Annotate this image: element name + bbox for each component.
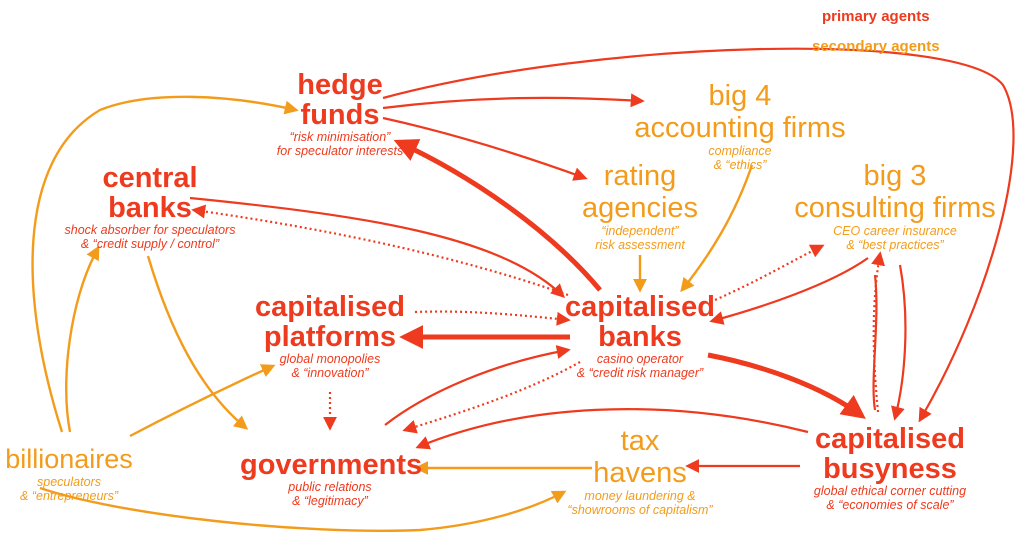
node-billionaires: billionaires speculators & “entrepreneur… [0, 443, 138, 503]
node-hedge-funds-desc: “risk minimisation” [289, 130, 391, 144]
node-capitalised-busyness-desc: global ethical corner cutting [813, 484, 967, 498]
arrow-banks-to-hedge [393, 139, 602, 292]
arrow-banks-to-big3 [714, 244, 825, 302]
node-capitalised-banks-title: capitalised [565, 291, 715, 323]
node-big4-title: big 4 [708, 80, 772, 112]
node-capitalised-busyness: capitalised busyness global ethical corn… [790, 424, 990, 512]
node-capitalised-platforms-title: capitalised [255, 291, 405, 323]
arrow-billionaires-to-central-banks [65, 245, 100, 433]
node-central-banks-title-2: banks [108, 192, 192, 224]
node-central-banks-desc: shock absorber for speculators [64, 223, 236, 237]
arrow-billionaires-to-hedge [31, 95, 299, 433]
legend-secondary: secondary agents [812, 38, 940, 55]
legend-primary: primary agents [822, 8, 930, 25]
arrow-billionaires-to-tax [39, 486, 567, 532]
arrow-big4-to-banks [680, 164, 754, 293]
node-capitalised-busyness-desc-2: & “economies of scale” [826, 498, 954, 512]
node-billionaires-desc: speculators [37, 475, 101, 489]
node-hedge-funds: hedge funds “risk minimisation” for spec… [240, 70, 440, 158]
node-big4-desc: compliance [708, 144, 772, 158]
arrow-busyness-to-big3 [871, 251, 885, 413]
arrow-governments-to-banks [384, 345, 571, 426]
arrow-banks-to-busyness [707, 352, 866, 419]
node-capitalised-busyness-title-2: busyness [823, 453, 957, 485]
arrow-hedge-to-busyness [382, 47, 1015, 423]
node-rating-agencies: rating agencies “independent” risk asses… [570, 160, 710, 252]
node-capitalised-platforms-desc-2: & “innovation” [291, 366, 369, 380]
node-rating-agencies-desc: “independent” [601, 224, 679, 238]
node-big4-desc-2: & “ethics” [713, 158, 767, 172]
node-capitalised-platforms-desc: global monopolies [279, 352, 381, 366]
arrow-central-banks-to-governments [146, 255, 249, 430]
node-tax-havens-title-2: havens [593, 457, 687, 489]
node-capitalised-banks-title-2: banks [598, 321, 682, 353]
node-governments-desc-2: & “legitimacy” [292, 494, 368, 508]
node-governments-desc: public relations [288, 480, 372, 494]
arrow-big3-to-banks [709, 257, 869, 325]
node-big3: big 3 consulting firms CEO career insura… [775, 160, 1015, 252]
node-rating-agencies-title-2: agencies [581, 192, 699, 224]
node-tax-havens-title: tax [620, 425, 660, 457]
node-billionaires-desc-2: & “entrepreneurs” [20, 489, 118, 503]
node-hedge-funds-title: hedge [297, 69, 383, 101]
node-capitalised-banks: capitalised banks casino operator & “cre… [555, 292, 725, 380]
arrow-platforms-to-banks [414, 310, 571, 326]
arrow-big3-to-busyness [891, 264, 907, 421]
node-hedge-funds-desc-2: for speculator interests [276, 144, 404, 158]
node-capitalised-banks-desc-2: & “credit risk manager” [576, 366, 704, 380]
node-governments: governments public relations & “legitima… [240, 449, 423, 508]
arrow-hedge-to-big4 [382, 93, 645, 110]
node-central-banks-title: central [102, 162, 198, 194]
node-capitalised-platforms: capitalised platforms global monopolies … [245, 292, 415, 380]
arrow-central-banks-to-banks [189, 196, 566, 298]
node-big3-desc-2: & “best practices” [846, 238, 944, 252]
arrow-hedge-to-rating [382, 116, 588, 181]
node-big3-title-2: consulting firms [794, 192, 996, 224]
node-central-banks: central banks shock absorber for specula… [35, 163, 265, 251]
node-rating-agencies-desc-2: risk assessment [595, 238, 685, 252]
arrow-banks-to-governments [402, 361, 581, 434]
node-central-banks-desc-2: & “credit supply / control” [80, 237, 220, 251]
node-governments-title: governments [240, 449, 423, 481]
node-capitalised-busyness-title: capitalised [815, 423, 965, 455]
node-big3-title: big 3 [863, 160, 927, 192]
arrow-busyness-to-governments [415, 408, 809, 450]
node-big4: big 4 accounting firms compliance & “eth… [630, 80, 850, 172]
arrow-billionaires-to-platforms [129, 364, 276, 438]
node-capitalised-platforms-title-2: platforms [263, 321, 397, 353]
node-tax-havens: tax havens money laundering & “showrooms… [560, 425, 720, 517]
node-tax-havens-desc: money laundering & [584, 489, 696, 503]
node-capitalised-banks-desc: casino operator [596, 352, 684, 366]
node-tax-havens-desc-2: “showrooms of capitalism” [567, 503, 713, 517]
node-hedge-funds-title-2: funds [300, 99, 380, 131]
node-billionaires-title: billionaires [5, 444, 133, 474]
node-big3-desc: CEO career insurance [833, 224, 957, 238]
node-rating-agencies-title: rating [603, 160, 677, 192]
node-big4-title-2: accounting firms [634, 112, 846, 144]
